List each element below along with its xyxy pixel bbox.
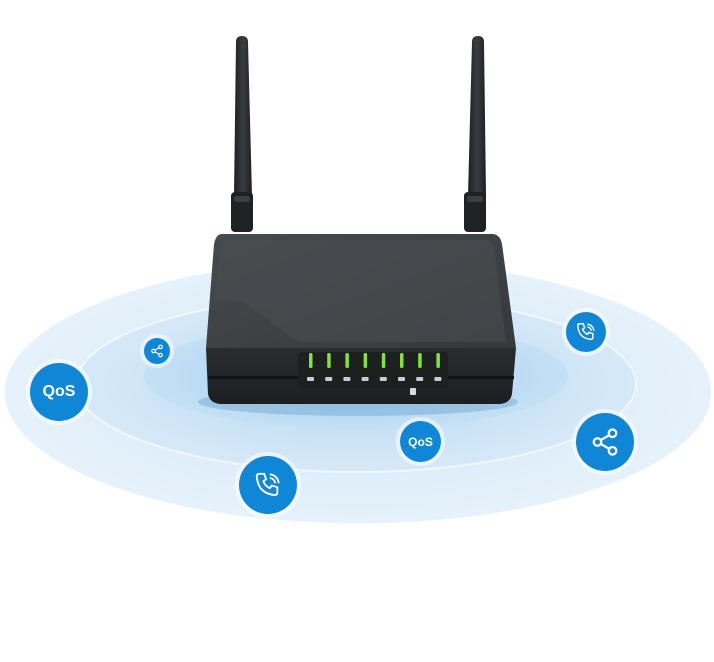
status-led — [418, 353, 422, 368]
share-badge-small — [144, 338, 170, 364]
phone-badge-large — [239, 456, 297, 514]
phone-icon — [255, 472, 280, 496]
phone-icon — [577, 323, 595, 341]
port-label-icon — [343, 377, 351, 381]
phone-badge-small — [566, 312, 606, 352]
qos-badge-small: QoS — [400, 421, 441, 462]
led-icon-row — [307, 377, 442, 381]
port-label-icon — [307, 377, 314, 381]
led-row — [309, 353, 440, 368]
antenna-left — [231, 36, 253, 232]
qos-label: QoS — [408, 434, 433, 449]
status-led — [436, 353, 440, 368]
router-body — [206, 234, 516, 404]
qos-badge-large: QoS — [30, 363, 88, 421]
qos-label: QoS — [42, 383, 76, 400]
port-label-icon — [416, 377, 424, 381]
sim-icon — [410, 388, 416, 395]
status-led — [327, 353, 331, 368]
share-icon — [592, 428, 618, 456]
port-label-icon — [379, 377, 387, 381]
port-label-icon — [325, 377, 333, 381]
status-led — [363, 353, 368, 368]
port-label-icon — [361, 377, 369, 381]
status-led — [400, 353, 404, 368]
antenna-right — [464, 36, 486, 232]
port-label-icon — [398, 377, 405, 381]
status-led — [309, 353, 313, 368]
status-led — [381, 353, 386, 368]
port-label-icon — [434, 377, 442, 381]
share-badge-large — [576, 413, 634, 471]
status-led — [345, 353, 349, 368]
share-icon — [151, 344, 163, 358]
